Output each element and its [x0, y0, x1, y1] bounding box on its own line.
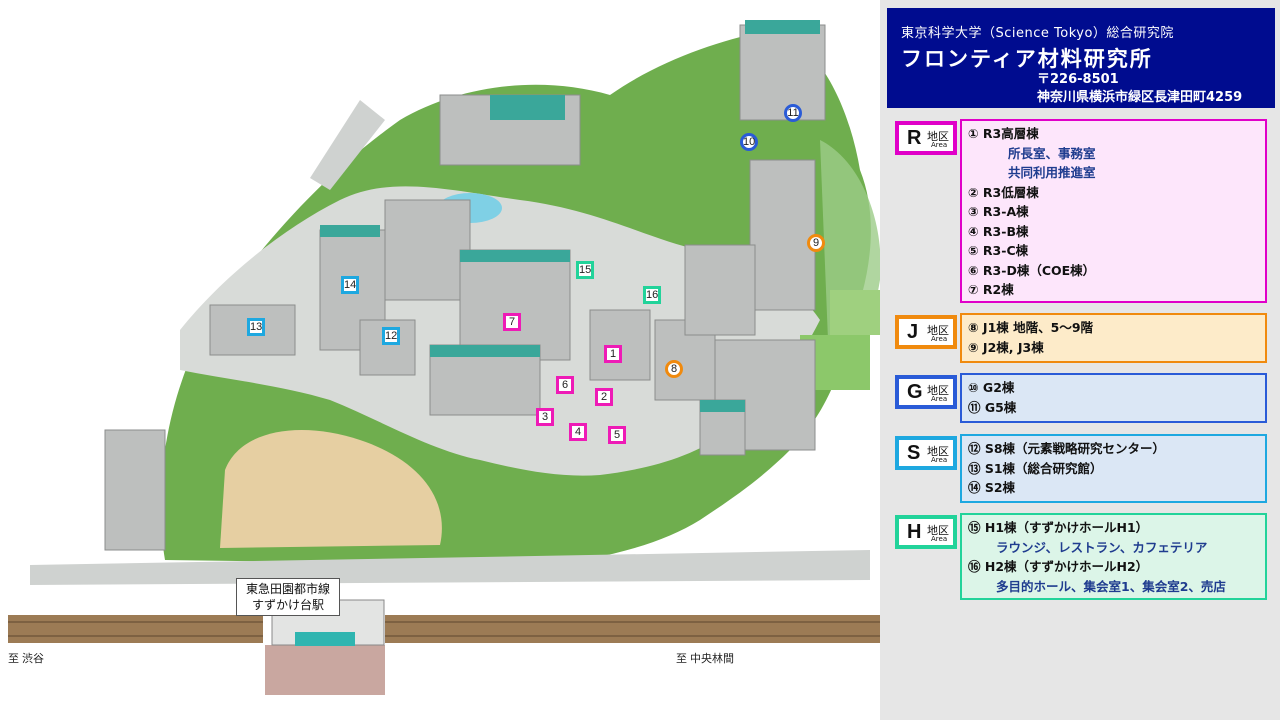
railway-right: [385, 615, 880, 643]
area-kanji: 地区: [927, 130, 949, 143]
station-name: すずかけ台駅: [251, 598, 324, 612]
area-letter: J: [907, 321, 919, 343]
building-r2: ⑦ R2棟: [968, 282, 1014, 297]
marker-j1[interactable]: 8: [665, 360, 683, 378]
area-letter: S: [907, 442, 921, 464]
building-r3-low: ② R3低層棟: [968, 184, 1039, 200]
area-list-h: ⑮ H1棟（すずかけホールH1） ラウンジ、レストラン、カフェテリア ⑯ H2棟…: [960, 513, 1267, 600]
room-director: 所長室、事務室: [1008, 145, 1096, 161]
station-label: 東急田園都市線 すずかけ台駅: [236, 578, 340, 616]
direction-chuo-rinkan: 至 中央林間: [676, 653, 735, 665]
area-en: Area: [931, 335, 948, 343]
marker-h1[interactable]: 15: [576, 261, 594, 279]
area-tag-r: R 地区 Area: [895, 121, 957, 155]
building-r3-tower: ① R3高層棟: [968, 126, 1039, 141]
building-s8: ⑫ S8棟（元素戦略研究センター）: [968, 441, 1166, 456]
marker-r3-b[interactable]: 4: [569, 423, 587, 441]
marker-r2[interactable]: 7: [503, 313, 521, 331]
area-en: Area: [931, 141, 948, 149]
area-letter: R: [907, 127, 922, 149]
campus-illustration: [8, 20, 880, 695]
room-joint-use: 共同利用推進室: [1008, 165, 1096, 180]
marker-r3-low[interactable]: 2: [595, 388, 613, 406]
institute-name: フロンティア材料研究所: [901, 47, 1153, 71]
postal-code: 〒226-8501: [1037, 72, 1119, 87]
marker-s8[interactable]: 12: [382, 327, 400, 345]
area-kanji: 地区: [927, 384, 949, 397]
area-en: Area: [931, 456, 948, 464]
building-j1: ⑧ J1棟 地階、5〜9階: [968, 320, 1094, 335]
area-tag-s: S 地区 Area: [895, 436, 957, 470]
legend-panel: 東京科学大学（Science Tokyo）総合研究院 フロンティア材料研究所 〒…: [880, 0, 1280, 720]
area-kanji: 地区: [927, 324, 949, 337]
area-letter: H: [907, 521, 922, 543]
station-line-name: 東急田園都市線: [245, 582, 330, 596]
area-en: Area: [931, 535, 948, 543]
marker-j2-j3[interactable]: 9: [807, 234, 825, 252]
building-h2: ⑯ H2棟（すずかけホールH2）: [968, 559, 1149, 574]
building-r3-a: ③ R3-A棟: [968, 204, 1029, 219]
marker-g5[interactable]: 11: [784, 104, 802, 122]
building-r3-d: ⑥ R3-D棟（COE棟）: [968, 262, 1096, 278]
area-list-r: ① R3高層棟 所長室、事務室 共同利用推進室 ② R3低層棟 ③ R3-A棟 …: [960, 119, 1267, 303]
marker-r3-c[interactable]: 5: [608, 426, 626, 444]
area-kanji: 地区: [927, 524, 949, 537]
institute-header: 東京科学大学（Science Tokyo）総合研究院 フロンティア材料研究所 〒…: [887, 8, 1275, 108]
marker-r3-tower[interactable]: 1: [604, 345, 622, 363]
campus-map: 1 2 3 4 5 6 7 8 9 10 11 12 13 14 15 16 東…: [8, 20, 880, 695]
area-list-j: ⑧ J1棟 地階、5〜9階 ⑨ J2棟, J3棟: [960, 313, 1267, 363]
railway-left: [8, 615, 263, 643]
direction-shibuya: 至 渋谷: [8, 653, 45, 665]
marker-h2[interactable]: 16: [643, 286, 661, 304]
main-road: [30, 550, 870, 585]
station-roof: [295, 632, 355, 646]
address: 神奈川県横浜市緑区長津田町4259: [1037, 90, 1243, 105]
area-tag-j: J 地区 Area: [895, 315, 957, 349]
marker-r3-a[interactable]: 3: [536, 408, 554, 426]
h1-facilities: ラウンジ、レストラン、カフェテリア: [996, 539, 1208, 555]
sports-field: [220, 430, 442, 548]
area-list-g: ⑩ G2棟 ⑪ G5棟: [960, 373, 1267, 423]
area-letter: G: [907, 381, 923, 403]
building-g5: ⑪ G5棟: [968, 399, 1017, 415]
building-r3-b: ④ R3-B棟: [968, 223, 1029, 239]
marker-g2[interactable]: 10: [740, 133, 758, 151]
area-kanji: 地区: [927, 445, 949, 458]
area-tag-h: H 地区 Area: [895, 515, 957, 549]
marker-r3-d[interactable]: 6: [556, 376, 574, 394]
station-plaza: [265, 645, 385, 695]
area-list-s: ⑫ S8棟（元素戦略研究センター） ⑬ S1棟（総合研究館） ⑭ S2棟: [960, 434, 1267, 503]
building-s1: ⑬ S1棟（総合研究館）: [968, 460, 1103, 476]
area-tag-g: G 地区 Area: [895, 375, 957, 409]
h2-facilities: 多目的ホール、集会室1、集会室2、売店: [996, 578, 1226, 594]
building-r3-c: ⑤ R3-C棟: [968, 243, 1029, 258]
building-g2: ⑩ G2棟: [968, 380, 1015, 395]
building-roofs: [320, 20, 820, 412]
university-name: 東京科学大学（Science Tokyo）総合研究院: [901, 26, 1174, 41]
building-s2: ⑭ S2棟: [968, 480, 1016, 495]
railway-ties: [8, 621, 880, 637]
upper-road: [310, 100, 385, 190]
building-h1: ⑮ H1棟（すずかけホールH1）: [968, 520, 1149, 535]
building-j2-j3: ⑨ J2棟, J3棟: [968, 339, 1044, 355]
area-en: Area: [931, 395, 948, 403]
tennis-court-1: [830, 290, 880, 335]
marker-s2[interactable]: 14: [341, 276, 359, 294]
marker-s1[interactable]: 13: [247, 318, 265, 336]
